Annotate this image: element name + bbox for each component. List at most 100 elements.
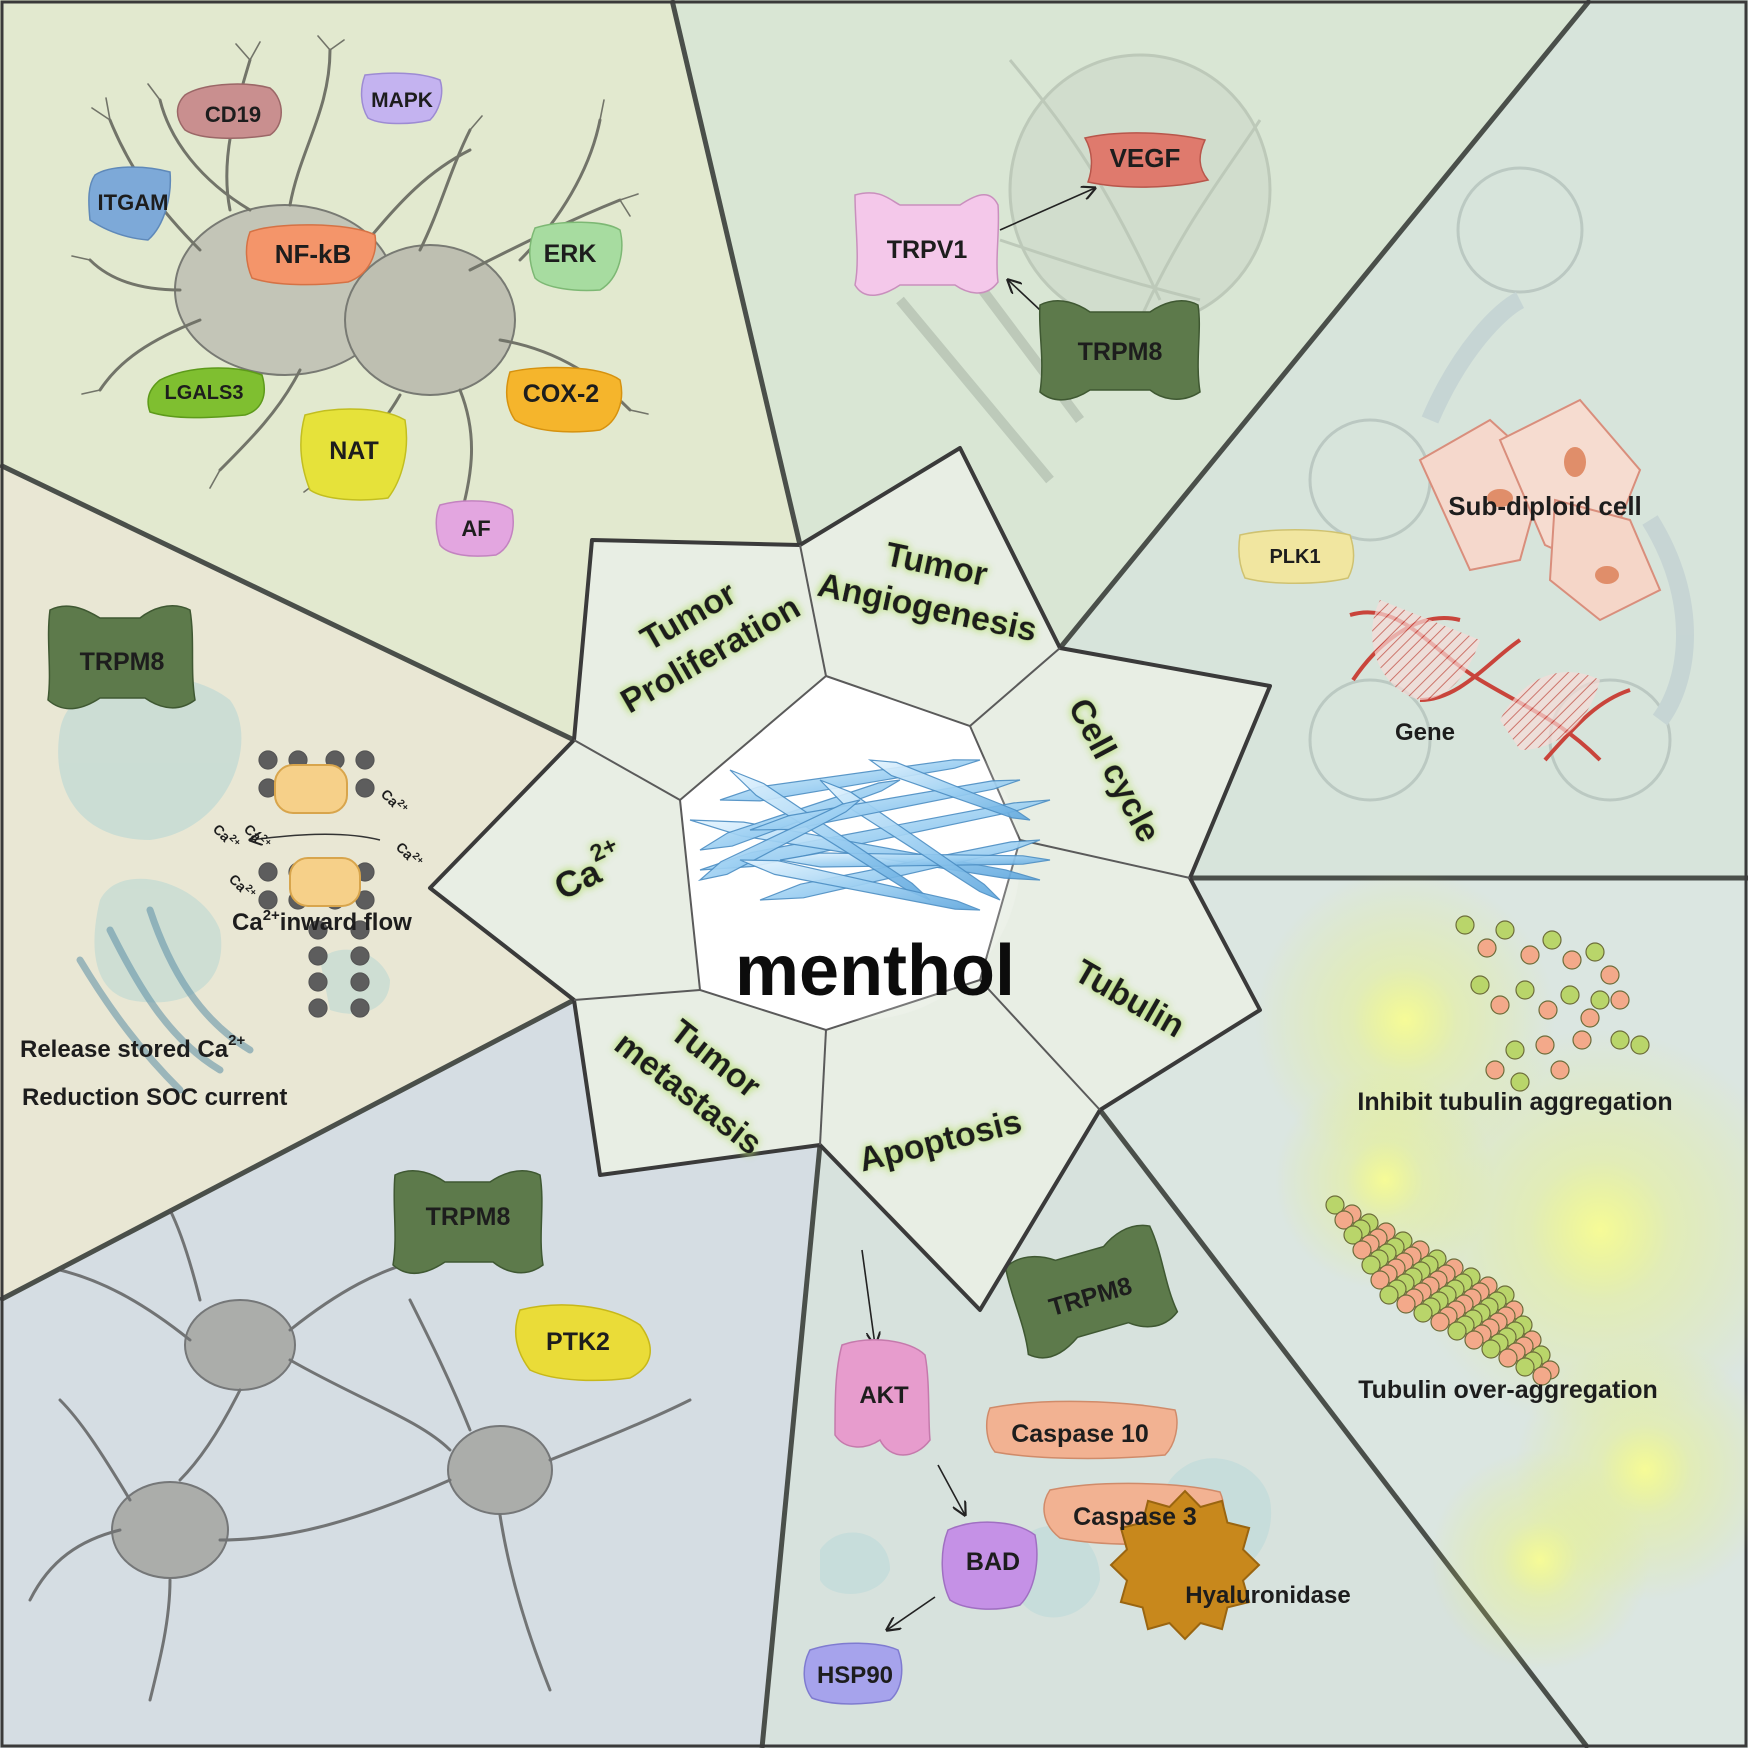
tubulin-aggregate-dots: [1325, 1195, 1560, 1386]
tubulin-dot: [1498, 1348, 1518, 1368]
tubulin-dot: [1325, 1195, 1345, 1215]
lipid-head: [258, 750, 278, 770]
label-nfkb: NF-kB: [275, 239, 352, 269]
lipid-head: [308, 972, 328, 992]
tubulin-dot: [1430, 1312, 1450, 1332]
center-title: menthol: [735, 931, 1015, 1011]
tubulin-dot: [1495, 920, 1515, 940]
lipid-head: [350, 920, 370, 940]
tubulin-dot: [1334, 1210, 1354, 1230]
tubulin-dot: [1580, 1008, 1600, 1028]
tubulin-dot: [1505, 1040, 1525, 1060]
protein-trpm8-angiogenesis: [1038, 300, 1201, 401]
label-trpm8-angiogenesis: TRPM8: [1078, 338, 1163, 366]
label-vegf: VEGF: [1110, 143, 1181, 173]
protein-blobs: [47, 72, 1355, 1705]
protein-bad: [941, 1521, 1038, 1610]
label-sub-diploid-cell: Sub-diploid cell: [1448, 491, 1642, 521]
protein-ptk2: [514, 1304, 651, 1382]
protein-cd19: [176, 83, 282, 140]
tubulin-dot: [1490, 995, 1510, 1015]
label-af: AF: [461, 516, 490, 541]
protein-nat: [300, 408, 408, 501]
label-akt: AKT: [859, 1382, 909, 1409]
tubulin-dot: [1481, 1339, 1501, 1359]
tubulin-dot: [1585, 942, 1605, 962]
tubulin-dot: [1538, 1000, 1558, 1020]
label-hyaluronidase: Hyaluronidase: [1185, 1582, 1350, 1609]
tubulin-dot: [1520, 945, 1540, 965]
lipid-head: [308, 946, 328, 966]
tubulin-dot: [1485, 1060, 1505, 1080]
tubulin-dot: [1515, 980, 1535, 1000]
tubulin-dot: [1630, 1035, 1650, 1055]
label-caspase3: Caspase 3: [1073, 1503, 1197, 1531]
label-cd19: CD19: [205, 102, 261, 127]
tubulin-dot: [1396, 1294, 1416, 1314]
tubulin-dot: [1562, 950, 1582, 970]
tubulin-dot: [1361, 1255, 1381, 1275]
cell-cycle-sketch: [1308, 166, 1694, 802]
protein-itgam: [88, 166, 172, 241]
lipid-head: [258, 862, 278, 882]
label-gene: Gene: [1395, 719, 1455, 746]
label-itgam: ITGAM: [98, 190, 169, 215]
tubulin-dot: [1535, 1035, 1555, 1055]
tubulin-dot: [1510, 1072, 1530, 1092]
crystal-shard: [779, 852, 1051, 868]
protein-caspase10: [985, 1400, 1178, 1460]
label-trpm8-calcium: TRPM8: [80, 648, 165, 676]
tubulin-dot: [1352, 1240, 1372, 1260]
label-ca-inward-flow: Ca2+inward flow: [232, 907, 412, 936]
protein-trpm8-calcium: [47, 605, 196, 710]
lipid-head: [308, 998, 328, 1018]
label-ptk2: PTK2: [546, 1328, 610, 1356]
tubulin-dot: [1343, 1225, 1363, 1245]
lipid-head: [258, 890, 278, 910]
tubulin-dot: [1600, 965, 1620, 985]
protein-akt: [834, 1339, 931, 1456]
label-lgals3: LGALS3: [165, 382, 244, 404]
tubulin-dot: [1455, 915, 1475, 935]
label-bad: BAD: [966, 1548, 1020, 1576]
label-hsp90: HSP90: [817, 1662, 893, 1689]
protein-trpv1: [854, 192, 1000, 296]
protein-cox2: [505, 366, 623, 433]
dna-helix: [1349, 600, 1631, 762]
arrow-akt-to-bad: [937, 1464, 965, 1515]
tubulin-dot: [1610, 990, 1630, 1010]
crystal-shard: [867, 759, 1031, 821]
sub-diploid-cells: [1418, 398, 1662, 622]
label-trpm8-metastasis: TRPM8: [426, 1203, 511, 1231]
label-caspase10: Caspase 10: [1011, 1420, 1149, 1448]
protein-mapk: [360, 72, 443, 125]
tubulin-dot: [1590, 990, 1610, 1010]
protein-hyaluronidase: [1109, 1489, 1261, 1641]
arrow-trpv1-to-vegf: [999, 188, 1095, 231]
pathway-arrows: [861, 188, 1095, 1630]
angiogenesis-vessel-sketch: [896, 53, 1272, 484]
arrow-bad-to-hsp90: [887, 1596, 936, 1630]
tubulin-dot: [1413, 1303, 1433, 1323]
lipid-head: [350, 972, 370, 992]
tubulin-dot: [1470, 975, 1490, 995]
lipid-head: [308, 920, 328, 940]
arrow-trpm8-to-trpv1: [1008, 280, 1041, 311]
protein-vegf: [1083, 132, 1210, 188]
tubulin-dot: [1542, 930, 1562, 950]
tubulin-dot: [1610, 1030, 1630, 1050]
protein-erk: [529, 221, 623, 292]
menthol-crystal-cluster: [689, 759, 1051, 911]
arrow-to-akt: [861, 1249, 875, 1345]
protein-lgals3: [147, 367, 266, 419]
tubulin-dot: [1477, 938, 1497, 958]
protein-hsp90: [803, 1642, 903, 1705]
protein-plk1: [1238, 529, 1355, 584]
lipid-head: [350, 998, 370, 1018]
crystal-shard: [739, 859, 981, 911]
tubulin-dot: [1532, 1366, 1552, 1386]
protein-af: [435, 500, 514, 557]
tubulin-dot: [1572, 1030, 1592, 1050]
